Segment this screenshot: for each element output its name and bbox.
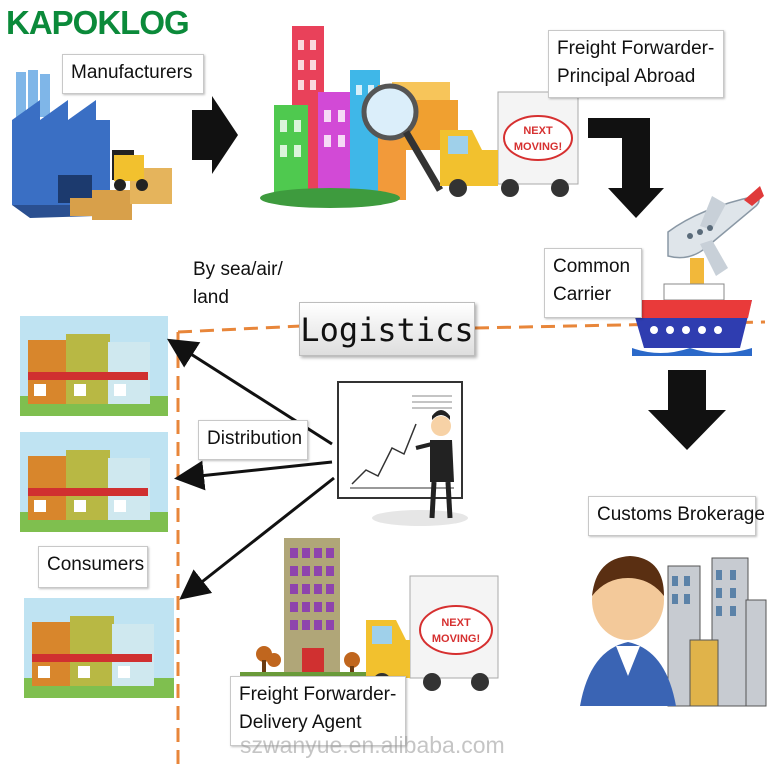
common-carrier-line1: Common bbox=[553, 256, 631, 277]
by-sea-air-land-label: By sea/air/ land bbox=[193, 256, 283, 312]
customs-brokerage-label: Customs Brokerage bbox=[588, 496, 765, 536]
store-row-1-icon bbox=[20, 316, 168, 416]
freight-forwarder-delivery-label: Freight Forwarder- Delivery Agent bbox=[230, 676, 406, 746]
freight-forwarder-principal-line1: Freight Forwarder- bbox=[557, 38, 715, 59]
by-sea-line1: By sea/air/ bbox=[193, 259, 283, 280]
arrow-down-icon bbox=[648, 370, 726, 450]
truck-bottom-sign-line1: NEXT bbox=[441, 617, 471, 629]
freight-forwarder-delivery-line2: Delivery Agent bbox=[239, 712, 362, 733]
customs-broker-icon bbox=[580, 556, 767, 707]
magnifier-folders-icon bbox=[361, 82, 458, 192]
arrow-right-icon bbox=[192, 96, 238, 174]
store-row-3-icon bbox=[24, 598, 174, 698]
presenter-chart-icon bbox=[337, 381, 468, 526]
logistics-title-box: Logistics bbox=[299, 302, 475, 356]
common-carrier-line2: Carrier bbox=[553, 284, 612, 305]
moving-truck-icon bbox=[440, 91, 579, 197]
consumers-label: Consumers bbox=[38, 546, 148, 588]
ship-icon bbox=[630, 258, 752, 356]
elbow-arrow-down-icon bbox=[588, 118, 664, 218]
by-sea-line2: land bbox=[193, 287, 229, 308]
airplane-icon bbox=[667, 186, 764, 276]
freight-forwarder-delivery-line1: Freight Forwarder- bbox=[239, 684, 397, 705]
distribution-label: Distribution bbox=[198, 420, 308, 460]
common-carrier-label: Common Carrier bbox=[544, 248, 642, 318]
manufacturers-label: Manufacturers bbox=[62, 54, 204, 94]
freight-forwarder-principal-label: Freight Forwarder- Principal Abroad bbox=[548, 30, 724, 98]
watermark-text: szwanyue.en.alibaba.com bbox=[240, 732, 505, 758]
factory-icon bbox=[12, 70, 172, 220]
kapoklog-logo: KAPOKLOG bbox=[6, 4, 190, 41]
truck-sign-line1: NEXT bbox=[523, 125, 553, 137]
dashed-route-line bbox=[176, 320, 766, 768]
truck-sign-line2: MOVING! bbox=[514, 141, 562, 153]
truck-bottom-sign-line2: MOVING! bbox=[432, 633, 480, 645]
store-row-2-icon bbox=[20, 432, 168, 532]
office-building-icon bbox=[240, 538, 370, 678]
freight-forwarder-principal-line2: Principal Abroad bbox=[557, 66, 696, 87]
